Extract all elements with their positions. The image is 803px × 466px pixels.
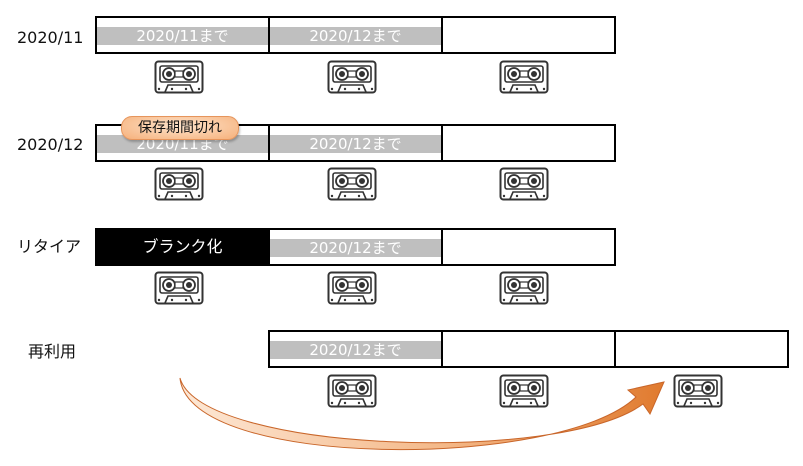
cassette-tape-icon: [499, 271, 549, 305]
slot-row1-2: 2020/12まで: [268, 16, 443, 54]
retention-band: 2020/12まで: [270, 239, 441, 257]
cassette-tape-icon: [327, 374, 377, 408]
cassette-tape-icon: [499, 167, 549, 201]
retention-band: 2020/11まで: [97, 27, 268, 45]
expired-callout: 保存期間切れ: [121, 116, 239, 140]
row-label-retire: リタイア: [17, 237, 82, 256]
slot-row3-2: 2020/12まで: [268, 228, 443, 266]
slot-row2-3: [441, 124, 616, 162]
row-label-reuse: 再利用: [28, 342, 77, 361]
cassette-tape-icon: [327, 60, 377, 94]
slot-row4-1: 2020/12まで: [268, 330, 443, 368]
row-label-2020-11: 2020/11: [17, 28, 84, 47]
slot-row4-3: [614, 330, 789, 368]
slot-row3-1: ブランク化: [95, 228, 270, 266]
slot-row2-2: 2020/12まで: [268, 124, 443, 162]
reuse-arrow-body: [179, 377, 665, 451]
cassette-tape-icon: [499, 60, 549, 94]
slot-row3-3: [441, 228, 616, 266]
cassette-tape-icon: [673, 374, 723, 408]
blank-band: ブランク化: [97, 230, 268, 264]
cassette-tape-icon: [154, 271, 204, 305]
slot-row1-3: [441, 16, 616, 54]
retention-band: 2020/12まで: [270, 27, 441, 45]
retention-band: 2020/12まで: [270, 341, 441, 359]
cassette-tape-icon: [499, 374, 549, 408]
cassette-tape-icon: [154, 60, 204, 94]
cassette-tape-icon: [327, 167, 377, 201]
retention-band: 2020/12まで: [270, 135, 441, 153]
slot-row4-2: [441, 330, 616, 368]
cassette-tape-icon: [327, 271, 377, 305]
cassette-tape-icon: [154, 167, 204, 201]
row-label-2020-12: 2020/12: [17, 135, 84, 154]
